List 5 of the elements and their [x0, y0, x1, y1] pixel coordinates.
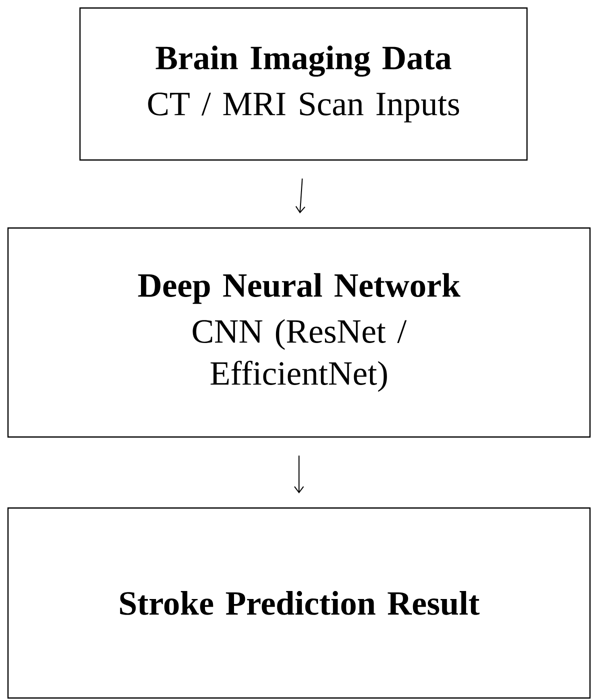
process-box: Stroke Prediction Result — [7, 507, 591, 699]
arrow — [295, 178, 306, 214]
process-box: Deep Neural Network CNN (ResNet / EfficientNet) — [7, 227, 591, 438]
process-box: Brain Imaging Data CT / MRI Scan Inputs — [79, 7, 528, 161]
arrow — [294, 455, 304, 494]
